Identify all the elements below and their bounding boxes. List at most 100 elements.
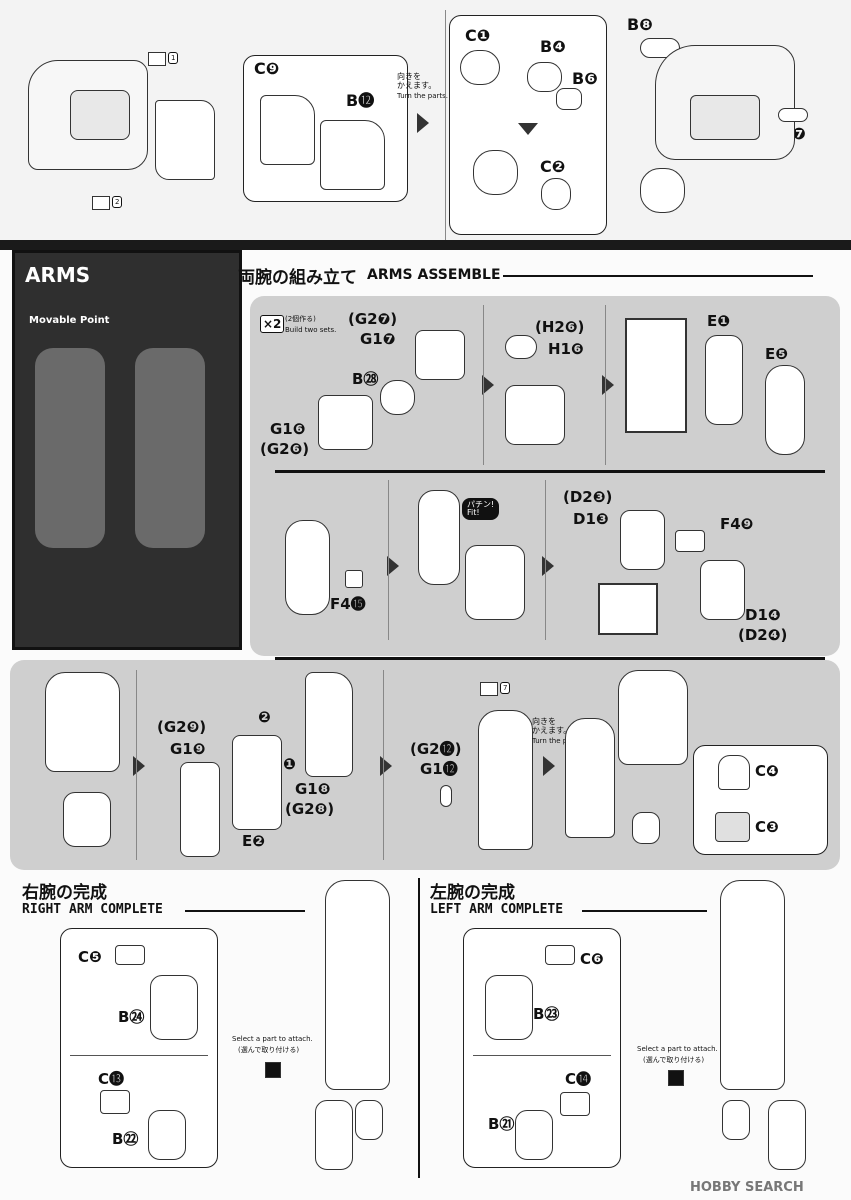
right-options-sep [70, 1055, 208, 1056]
label-c9: C❾ [254, 59, 280, 78]
turn-text-jp: 向きを かえます。 [397, 72, 437, 90]
row2-arrow-2 [542, 556, 554, 576]
row3-arrow-1 [133, 756, 145, 776]
b6-part [556, 88, 582, 110]
row1-framed-part [625, 318, 687, 433]
label-e2: E❷ [242, 832, 265, 850]
hip-detail [690, 95, 760, 140]
c2-part [541, 178, 571, 210]
left-arm-complete [720, 880, 785, 1090]
row-separator-2 [275, 657, 825, 660]
label-g17: G1❼ [360, 330, 396, 348]
right-arm-rule [185, 910, 305, 912]
f49-part [675, 530, 705, 552]
left-arm-jp: 左腕の完成 [430, 883, 515, 903]
label-b21: B㉑ [488, 1115, 515, 1133]
c4-part [718, 755, 750, 790]
label-g27: (G2❼) [348, 310, 398, 328]
x2-badge: ×2 [260, 315, 285, 333]
left-arm-en: LEFT ARM COMPLETE [430, 902, 564, 917]
label-d14: D1❹ [745, 606, 781, 624]
label-g16: G1❻ [270, 420, 306, 438]
turn-text-en: Turn the parts. [397, 92, 449, 100]
right-arm-en: RIGHT ARM COMPLETE [22, 902, 163, 917]
tool-icon-1 [148, 52, 166, 66]
h-part [505, 335, 537, 359]
label-b23: B㉓ [533, 1005, 560, 1023]
label-c3: C❸ [755, 818, 779, 836]
right-hand-options-box [60, 928, 218, 1168]
b4-part [527, 62, 562, 92]
left-arm-rule [582, 910, 707, 912]
row2-arrow-1 [387, 556, 399, 576]
label-g19: G1❾ [170, 740, 206, 758]
header-rule [503, 275, 813, 277]
g112-part [440, 785, 452, 807]
g16-part [318, 395, 373, 450]
right-open-hand [315, 1100, 353, 1170]
b22-hand [148, 1110, 186, 1160]
c1-part [460, 50, 500, 85]
b7-part [778, 108, 808, 122]
turn-text-en-2: Turn the parts. [532, 737, 584, 745]
row3-arm-assembly [565, 718, 615, 838]
left-arm-ghost [35, 348, 105, 548]
left-options-sep [473, 1055, 611, 1056]
step-arrow-1 [417, 113, 429, 133]
tag-2: 2 [112, 196, 123, 208]
d13-part [620, 510, 665, 570]
arms-title: ARMS [25, 263, 91, 287]
arms-movable-panel: ARMS Movable Point [12, 250, 242, 650]
tool-icon-7 [480, 682, 498, 696]
c14-part [560, 1092, 590, 1116]
e2-part [232, 735, 282, 830]
c6-part [545, 945, 575, 965]
label-c1: C❶ [465, 26, 491, 45]
d14-part [700, 560, 745, 620]
row3-arrow-3 [543, 756, 555, 776]
row1-arrow-1 [482, 375, 494, 395]
left-select-jp: (選んで取り付ける) [643, 1056, 705, 1064]
label-g18: G1❽ [295, 780, 331, 798]
build-two-en: Build two sets. [285, 326, 337, 334]
row2-e-mount [418, 490, 460, 585]
label-b24: B㉔ [118, 1008, 145, 1026]
tool-icon-2 [92, 196, 110, 210]
label-d13: D1❸ [573, 510, 609, 528]
label-g26: (G2❻) [260, 440, 310, 458]
fit-en: Fit! [467, 508, 480, 517]
f4-detail-box [598, 583, 658, 635]
b23-hand [485, 975, 533, 1040]
label-b28: B㉘ [352, 370, 379, 388]
select-icon-right [265, 1062, 281, 1078]
right-select-en: Select a part to attach. [232, 1035, 313, 1043]
fit-badge: パチン! Fit! [462, 498, 500, 520]
b12-part [320, 120, 385, 190]
label-b22: B㉒ [112, 1130, 139, 1148]
c9-part [260, 95, 315, 165]
label-c13: C⓭ [98, 1070, 125, 1088]
c3-part [715, 812, 750, 842]
left-open-hand [768, 1100, 806, 1170]
right-arm-jp: 右腕の完成 [22, 883, 107, 903]
row3-upper-assembly [618, 670, 688, 765]
label-c4: C❹ [755, 762, 779, 780]
right-arm-ghost [135, 348, 205, 548]
row3-div-1 [136, 670, 137, 860]
build-two-jp: (2個作る) [285, 315, 316, 323]
turn-text-jp-2: 向きを かえます。 [532, 717, 572, 735]
label-c2: C❷ [540, 157, 566, 176]
e1-part [705, 335, 743, 425]
left-select-en: Select a part to attach. [637, 1045, 718, 1053]
row2-div-2 [545, 480, 546, 640]
label-d24: (D2❹) [738, 626, 788, 644]
label-b12: B⓬ [346, 91, 375, 110]
e5-part [765, 365, 805, 455]
g18-part [305, 672, 353, 777]
b28-part [380, 380, 415, 415]
assemble-header-jp: 両腕の組み立て [238, 268, 357, 288]
complete-divider [418, 878, 420, 1178]
c1c2-assembly [473, 150, 518, 195]
label-f49: F4❾ [720, 515, 754, 533]
